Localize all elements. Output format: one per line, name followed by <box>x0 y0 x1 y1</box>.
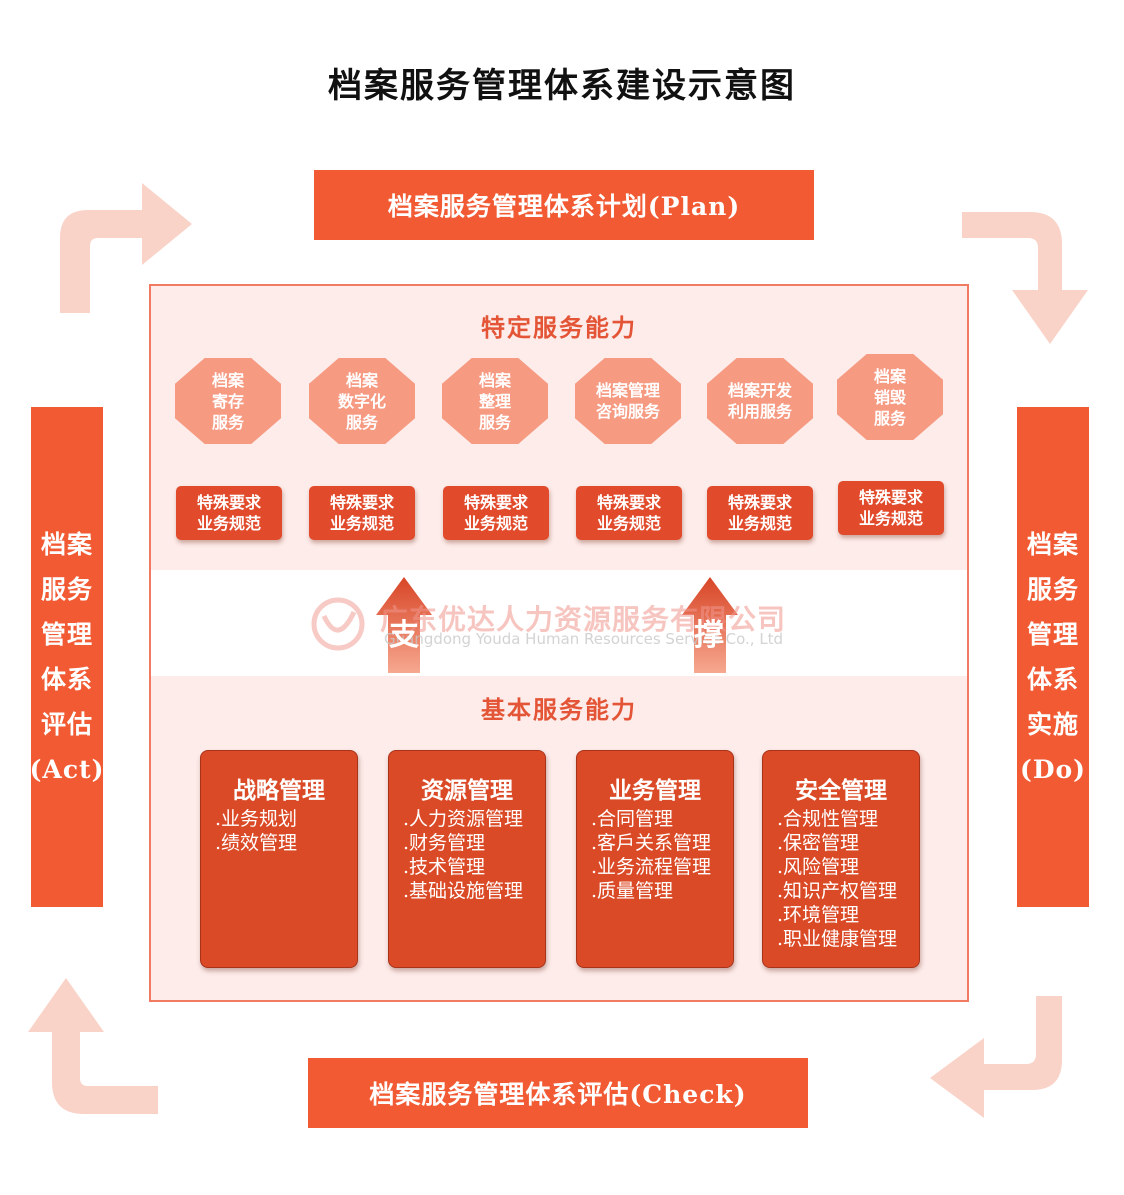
service-octagon: 档案 销毁 服务 <box>837 354 943 440</box>
act-bar: 档案 服务 管理 体系 评估 (Act) <box>29 407 105 907</box>
card-item: .财务管理 <box>403 832 486 854</box>
card-item: .质量管理 <box>591 880 674 902</box>
card-item: .人力资源管理 <box>403 808 524 830</box>
spec-box: 特殊要求 业务规范 <box>576 486 682 540</box>
card-item: .合同管理 <box>591 808 674 830</box>
specific-title: 特定服务能力 <box>481 313 637 342</box>
do-bar-line: (Do) <box>1019 755 1086 784</box>
spec-box: 特殊要求 业务规范 <box>309 486 415 540</box>
service-octagon: 档案 数字化 服务 <box>309 358 415 444</box>
card-item: .业务流程管理 <box>591 856 712 878</box>
card-item: .合规性管理 <box>777 808 879 830</box>
card-item: .技术管理 <box>403 856 486 878</box>
support-char: 支 <box>389 618 419 653</box>
card-item: .绩效管理 <box>215 832 298 854</box>
service-octagon: 档案开发 利用服务 <box>707 358 813 444</box>
capability-card: 战略管理 .业务规划 .绩效管理 <box>200 750 358 968</box>
do-bar-line: 管理 <box>1026 620 1079 649</box>
service-octagon: 档案 整理 服务 <box>442 358 548 444</box>
page-title: 档案服务管理体系建设示意图 <box>328 66 796 106</box>
service-octagon: 档案 寄存 服务 <box>175 358 281 444</box>
arrow-top-right <box>962 212 1088 344</box>
basic-title: 基本服务能力 <box>481 695 637 724</box>
spec-box: 特殊要求 业务规范 <box>176 486 282 540</box>
capability-card: 安全管理 .合规性管理 .保密管理 .风险管理 .知识产权管理 .环境管理 .职… <box>762 750 920 968</box>
card-title: 业务管理 <box>609 777 701 804</box>
check-bar: 档案服务管理体系评估(Check) <box>308 1058 808 1128</box>
spec-box: 特殊要求 业务规范 <box>838 481 944 535</box>
service-octagon: 档案管理 咨询服务 <box>575 358 681 444</box>
card-item: .客戶关系管理 <box>591 832 712 854</box>
plan-bar: 档案服务管理体系计划(Plan) <box>314 170 814 240</box>
support-arrow-right <box>682 577 738 673</box>
support-char: 撑 <box>694 618 724 653</box>
card-item: .环境管理 <box>777 904 860 926</box>
act-bar-line: 评估 <box>40 710 93 739</box>
spec-box: 特殊要求 业务规范 <box>443 486 549 540</box>
do-bar-line: 服务 <box>1026 575 1079 604</box>
arrow-top-left <box>60 183 192 313</box>
card-item: .知识产权管理 <box>777 880 898 902</box>
card-item: .风险管理 <box>777 856 860 878</box>
capability-card: 资源管理 .人力资源管理 .财务管理 .技术管理 .基础设施管理 <box>388 750 546 968</box>
act-bar-line: 管理 <box>40 620 93 649</box>
spec-box: 特殊要求 业务规范 <box>707 486 813 540</box>
support-arrow-left <box>376 577 432 673</box>
card-title: 安全管理 <box>795 777 887 804</box>
watermark-text: 广东优达人力资源服务有限公司 <box>380 603 787 636</box>
card-item: .基础设施管理 <box>403 880 524 902</box>
card-item: .保密管理 <box>777 832 860 854</box>
capability-card: 业务管理 .合同管理 .客戶关系管理 .业务流程管理 .质量管理 <box>576 750 734 968</box>
act-bar-line: 体系 <box>40 665 93 694</box>
card-title: 资源管理 <box>421 777 513 804</box>
act-bar-line: 服务 <box>40 575 93 604</box>
card-item: .业务规划 <box>215 808 298 830</box>
act-bar-line: (Act) <box>29 755 105 784</box>
card-title: 战略管理 <box>233 777 325 804</box>
do-bar-line: 体系 <box>1026 665 1079 694</box>
watermark-subtext: Guangdong Youda Human Resources Service … <box>384 630 784 648</box>
do-bar-line: 实施 <box>1026 710 1079 739</box>
do-bar-line: 档案 <box>1026 530 1079 559</box>
do-bar: 档案 服务 管理 体系 实施 (Do) <box>1017 407 1089 907</box>
arrow-bottom-right <box>930 996 1062 1118</box>
act-bar-line: 档案 <box>40 530 93 559</box>
arrow-bottom-left <box>28 978 158 1114</box>
support-band <box>151 570 967 676</box>
watermark-logo <box>311 597 365 651</box>
card-item: .职业健康管理 <box>777 928 898 950</box>
